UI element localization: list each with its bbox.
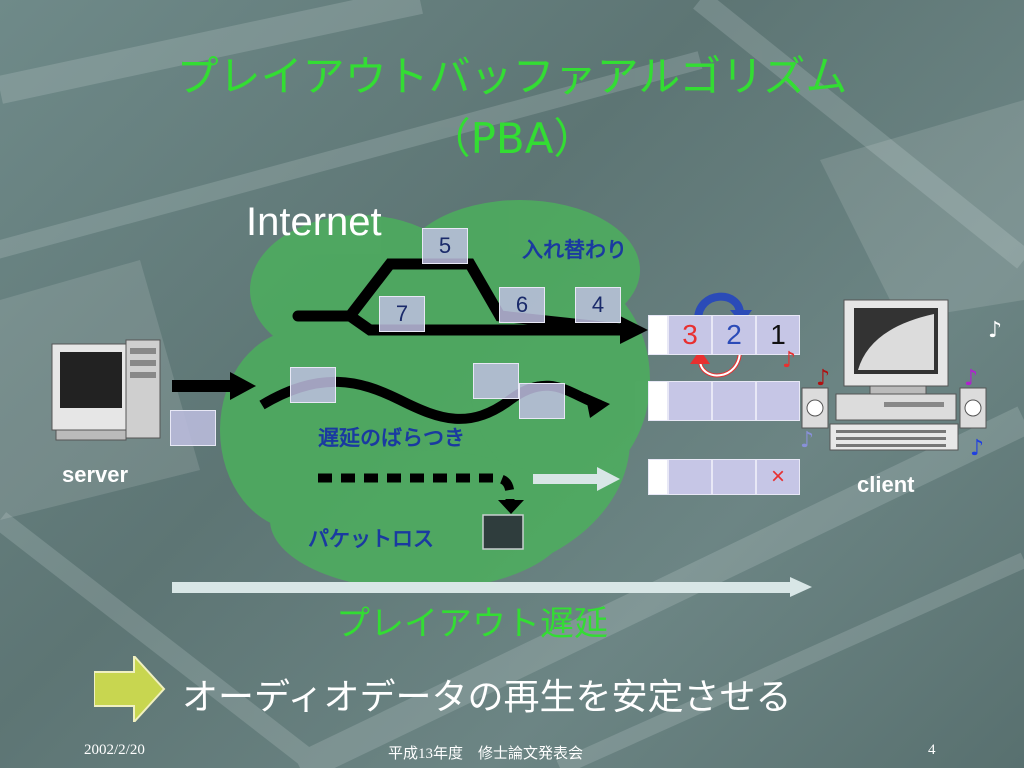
buffer-cell: 3 [668, 315, 712, 355]
buffer-cell [712, 381, 756, 421]
buffer-cell [648, 381, 668, 421]
playout-buffer-reordered: 3 2 1 [648, 315, 800, 355]
music-note-icon: ♪ [988, 318, 1002, 343]
buffer-cell [712, 459, 756, 495]
music-note-icon: ♪ [800, 428, 814, 453]
playout-delay-label: プレイアウト遅延 [336, 596, 608, 645]
jitter-label: 遅延のばらつき [318, 422, 465, 452]
jitter-packet [290, 367, 336, 403]
buffer-cell [668, 459, 712, 495]
loss-label: パケットロス [308, 523, 434, 553]
packet-5: 5 [422, 228, 468, 264]
server-computer-icon [50, 338, 165, 446]
internet-label: Internet [246, 200, 382, 245]
packet-4: 4 [575, 287, 621, 323]
loss-mark: × [756, 459, 800, 495]
footer-event: 平成13年度 修士論文発表会 [388, 742, 583, 763]
footer-date: 2002/2/20 [84, 742, 145, 759]
lost-packet [483, 515, 523, 549]
packet-7: 7 [379, 296, 425, 332]
playout-buffer-loss: × [648, 459, 800, 495]
music-note-icon: ♪ [964, 366, 978, 391]
reorder-label: 入れ替わり [522, 234, 627, 264]
buffer-cell [668, 381, 712, 421]
playout-buffer-jitter [648, 381, 800, 421]
playout-arrowhead [790, 577, 812, 597]
buffer-cell [648, 459, 668, 495]
music-note-icon: ♪ [782, 348, 796, 373]
conclusion-text: オーディオデータの再生を安定させる [182, 668, 791, 720]
buffer-cell [648, 315, 668, 355]
server-packet [170, 410, 216, 446]
buffer-cell [756, 381, 800, 421]
jitter-packet [519, 383, 565, 419]
server-label: server [62, 462, 128, 488]
buffer-cell: 2 [712, 315, 756, 355]
packet-6: 6 [499, 287, 545, 323]
music-note-icon: ♪ [816, 366, 830, 391]
right-arrow-icon [94, 656, 166, 722]
jitter-packet [473, 363, 519, 399]
client-label: client [857, 472, 914, 498]
footer-page-number: 4 [928, 742, 936, 759]
music-note-icon: ♪ [970, 436, 984, 461]
